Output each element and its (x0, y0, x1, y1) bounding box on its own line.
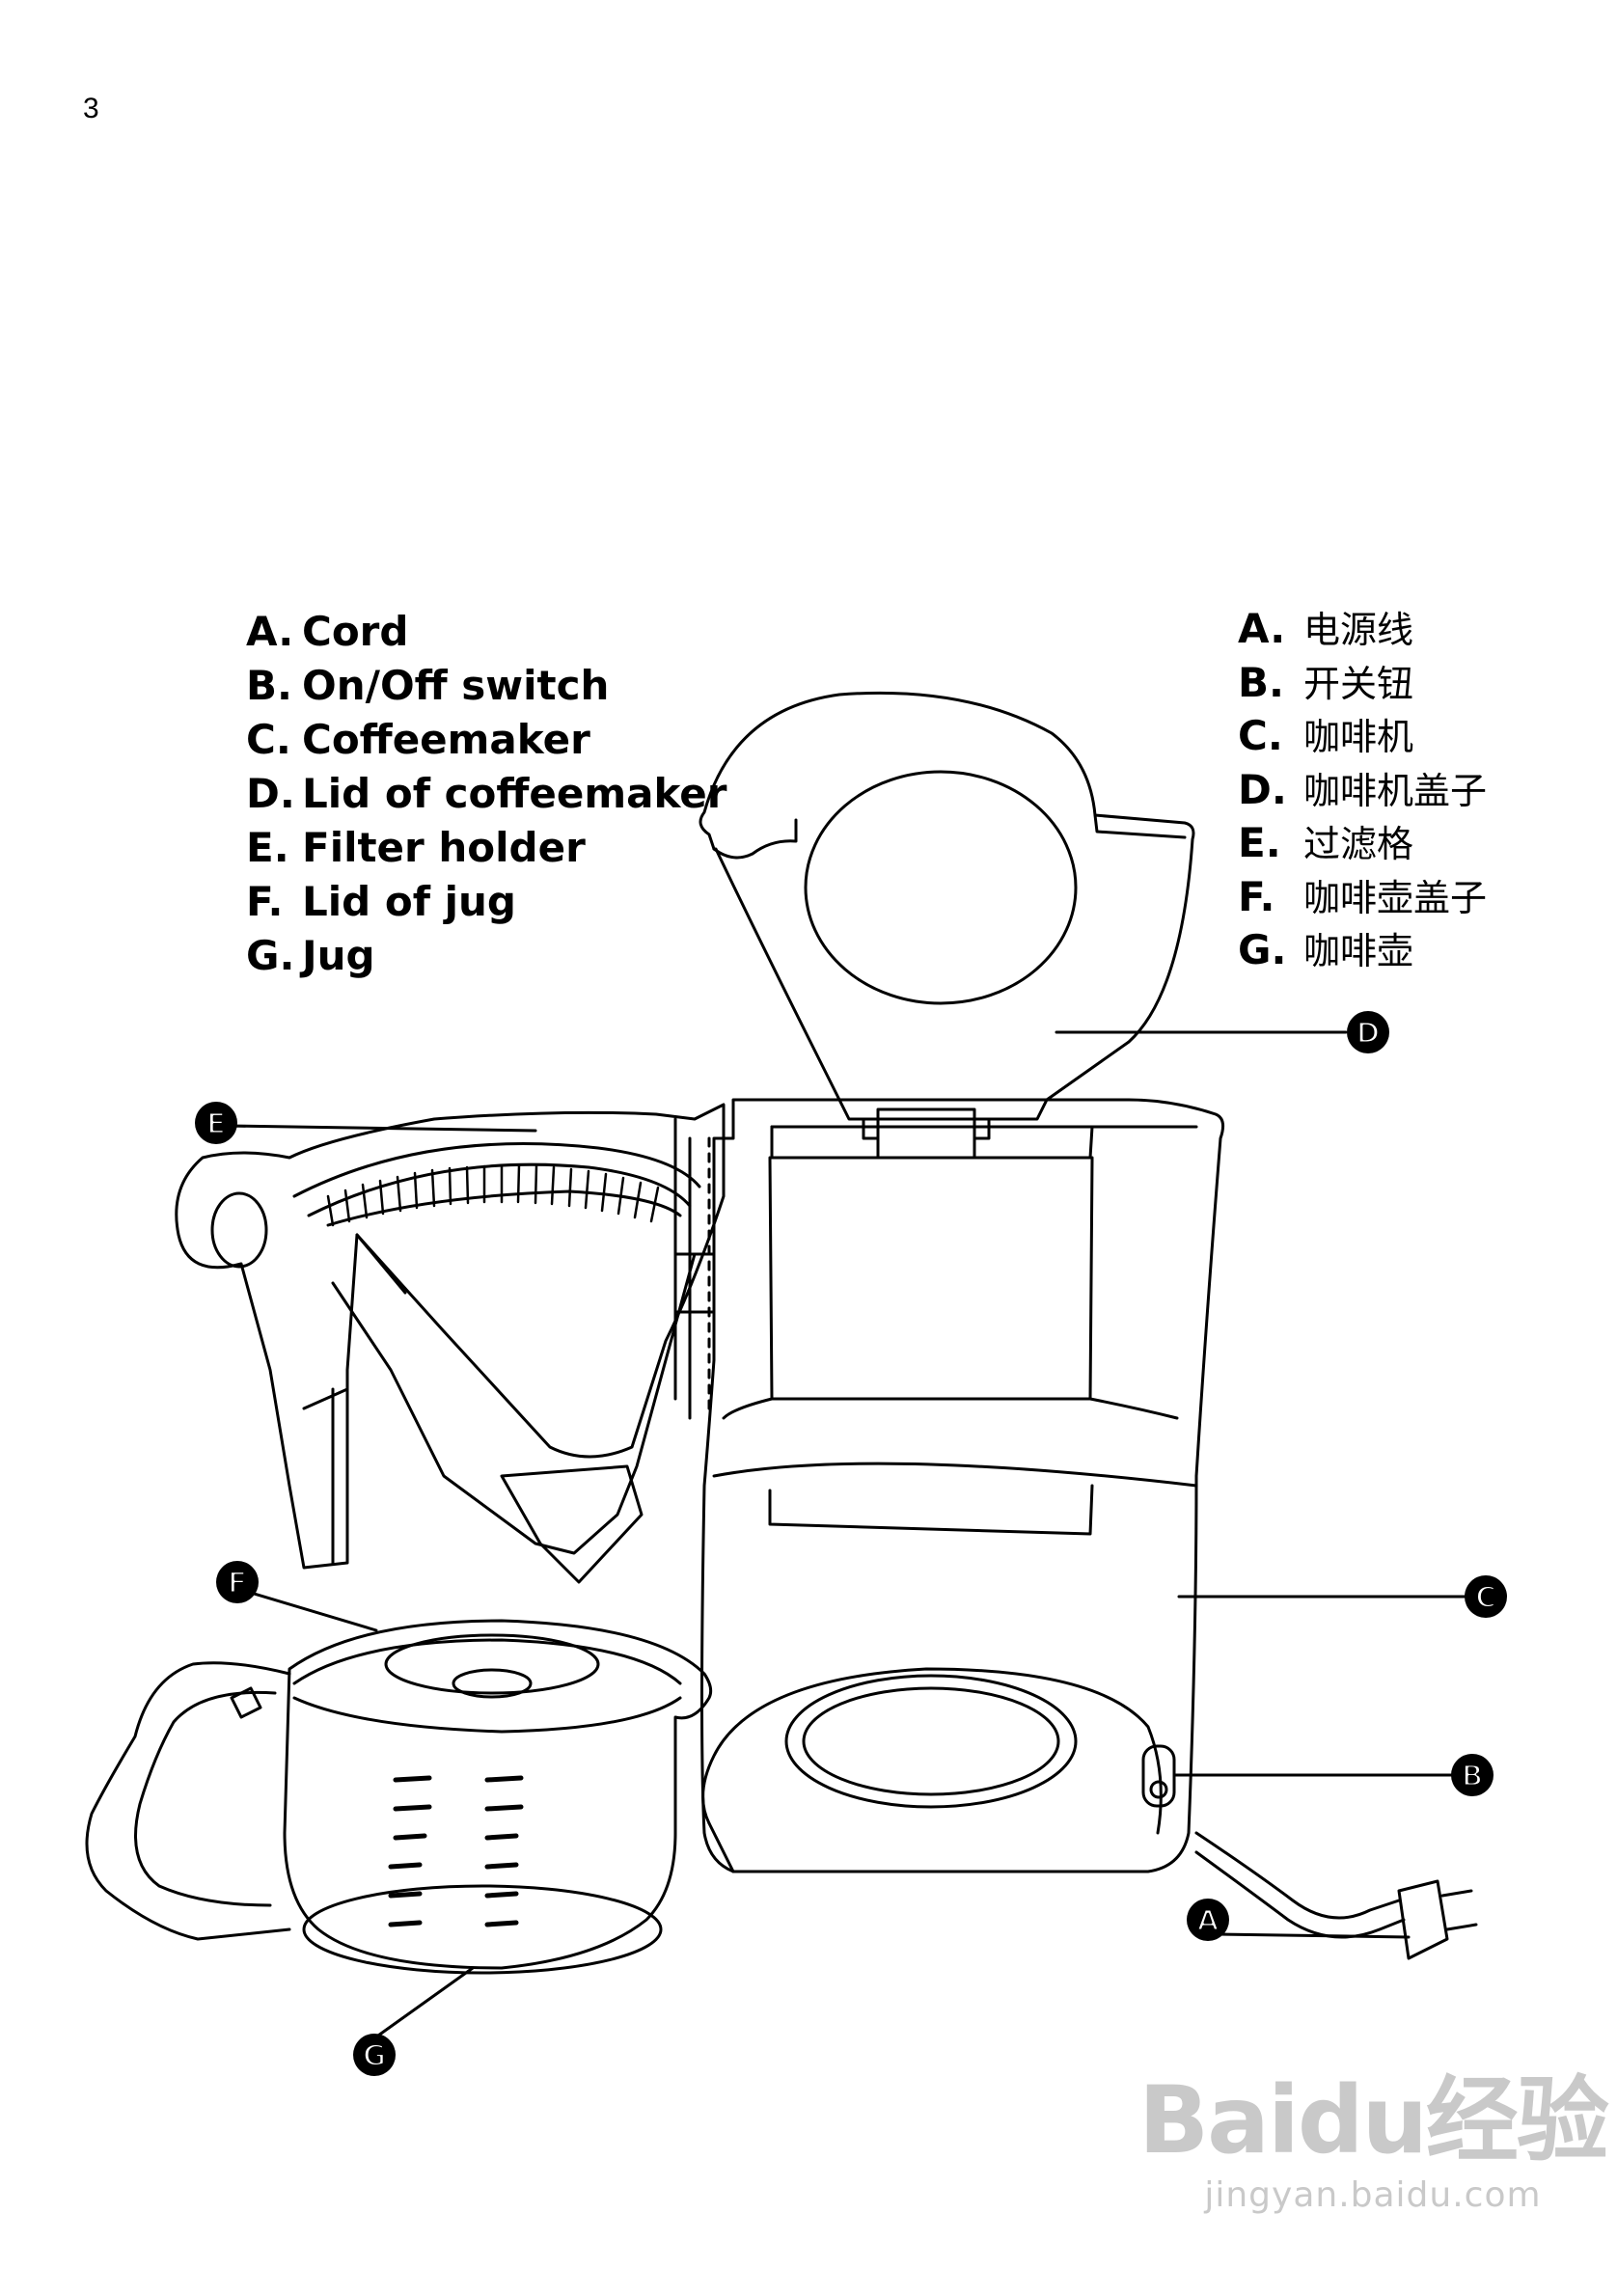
callout-g: G (353, 2034, 396, 2076)
lid-hinge (862, 1107, 991, 1160)
callout-b: B (1451, 1754, 1494, 1796)
legend-letter: B. (246, 662, 292, 709)
legend-letter: A. (246, 608, 294, 655)
watermark-brand: Baidu经验 (1138, 2045, 1609, 2179)
callout-label: F (228, 1567, 248, 1600)
legend-text: 电源线 (1303, 609, 1414, 651)
coffee-jug (85, 1619, 713, 1975)
legend-text: 开关钮 (1303, 662, 1414, 705)
legend-letter: C. (246, 716, 291, 763)
legend-item: F. Lid of jug (246, 878, 726, 932)
leader-lines (225, 1030, 1468, 2037)
callout-label: C (1475, 1581, 1496, 1615)
callout-f: F (216, 1561, 259, 1603)
legend-text: Cord (302, 608, 409, 655)
legend-item: G. 咖啡壶 (1238, 921, 1487, 975)
watermark-url: jingyan.baidu.com (1204, 2175, 1542, 2215)
legend-text: 咖啡机盖子 (1303, 769, 1488, 812)
callout-a: A (1187, 1899, 1229, 1941)
legend-item: G.Jug (246, 932, 726, 986)
callout-c: C (1465, 1575, 1507, 1618)
legend-item: C.Coffeemaker (246, 716, 726, 770)
page-number: 3 (83, 93, 99, 124)
legend-text: 咖啡壶 (1303, 930, 1414, 972)
filter-holder (175, 1103, 726, 1584)
power-cord (1194, 1831, 1478, 1960)
legend-text: 咖啡机 (1303, 716, 1414, 758)
callout-label: E (206, 1107, 227, 1141)
legend-item: B. 开关钮 (1238, 654, 1487, 708)
legend-text: Lid of coffeemaker (302, 770, 727, 817)
legend-item: F. 咖啡壶盖子 (1238, 868, 1487, 922)
legend-item: A. 电源线 (1238, 600, 1487, 654)
legend-letter: G. (1238, 926, 1287, 973)
legend-chinese: A.电源线 B.开关钮 C.咖啡机 D.咖啡机盖子 E.过滤格 F.咖啡壶盖子 … (1238, 600, 1487, 975)
coffeemaker-body (700, 1098, 1225, 1873)
legend-item: E. Filter holder (246, 824, 726, 878)
watermark-brand-text: Baidu经验 (1138, 2066, 1609, 2174)
legend-text: Coffeemaker (302, 716, 590, 763)
legend-english: A.Cord B.On/Off switch C.Coffeemaker D.L… (246, 608, 726, 986)
coffeemaker-lid (699, 691, 1195, 1121)
legend-text: Filter holder (302, 824, 586, 871)
legend-item: C. 咖啡机 (1238, 707, 1487, 761)
callout-label: A (1196, 1904, 1220, 1938)
callout-e: E (195, 1102, 237, 1144)
legend-letter: A. (1238, 605, 1286, 652)
baidu-watermark: Baidu经验 jingyan.baidu.com (1138, 2045, 1609, 2215)
legend-letter: D. (246, 770, 295, 817)
legend-letter: F. (246, 878, 284, 925)
legend-text: 咖啡壶盖子 (1303, 876, 1488, 919)
legend-item: A.Cord (246, 608, 726, 662)
legend-item: D.Lid of coffeemaker (246, 770, 726, 824)
legend-letter: E. (246, 824, 289, 871)
legend-text: Jug (302, 932, 375, 979)
legend-text: 过滤格 (1303, 823, 1414, 865)
callout-label: B (1462, 1760, 1484, 1793)
callout-d: D (1347, 1011, 1389, 1053)
callout-label: G (363, 2039, 387, 2073)
legend-item: E. 过滤格 (1238, 814, 1487, 868)
legend-letter: F. (1238, 872, 1275, 920)
legend-letter: C. (1238, 712, 1283, 759)
legend-item: D. 咖啡机盖子 (1238, 761, 1487, 815)
legend-letter: D. (1238, 765, 1287, 813)
legend-letter: B. (1238, 658, 1284, 706)
legend-letter: G. (246, 932, 295, 979)
callout-label: D (1357, 1017, 1381, 1051)
legend-text: On/Off switch (302, 662, 610, 709)
legend-letter: E. (1238, 819, 1281, 866)
legend-item: B.On/Off switch (246, 662, 726, 716)
legend-text: Lid of jug (302, 878, 516, 925)
